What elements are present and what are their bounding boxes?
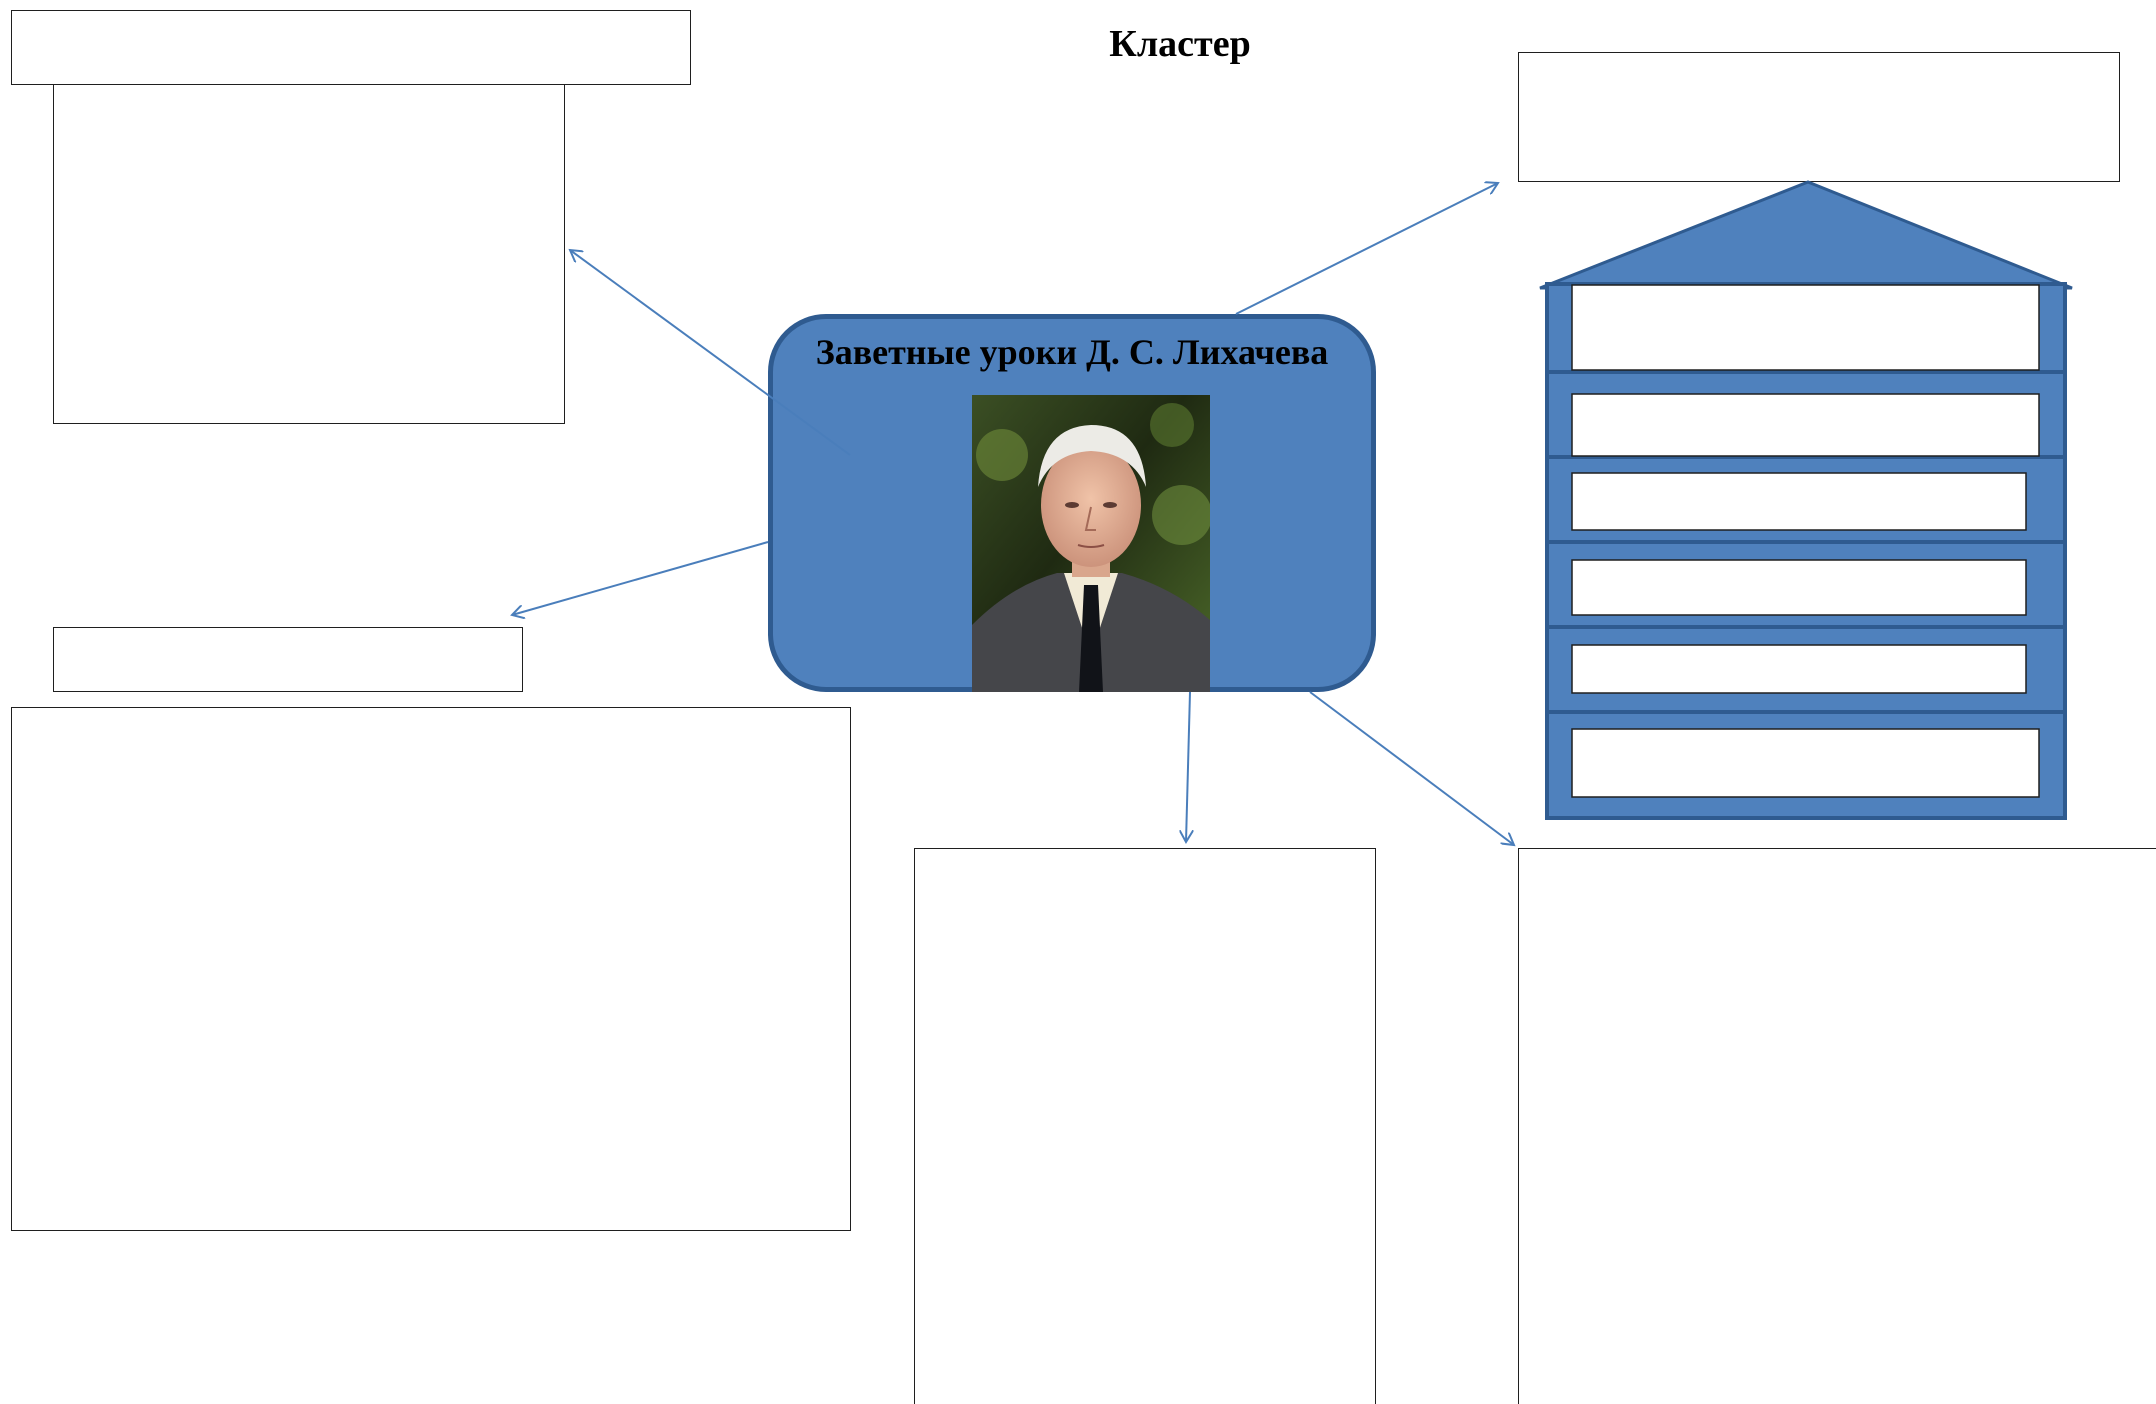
- house-floor-box: [1571, 393, 2040, 457]
- bottom-right-box[interactable]: [1518, 848, 2156, 1404]
- top-left-header-box[interactable]: [11, 10, 691, 85]
- house-floor-box: [1571, 559, 2027, 616]
- top-right-box[interactable]: [1518, 52, 2120, 182]
- left-large-box[interactable]: [11, 707, 851, 1231]
- house-floor-box: [1571, 728, 2040, 798]
- central-topic-label: Заветные уроки Д. С. Лихачева: [815, 332, 1329, 372]
- central-topic-node[interactable]: Заветные уроки Д. С. Лихачева: [768, 314, 1376, 692]
- top-left-content-box[interactable]: [53, 84, 565, 424]
- bottom-middle-box[interactable]: [914, 848, 1376, 1404]
- house-roof: [1539, 180, 2073, 290]
- portrait-photo: [972, 395, 1210, 692]
- house-floor-box: [1571, 644, 2027, 694]
- left-small-box[interactable]: [53, 627, 523, 692]
- house-floor-box: [1571, 472, 2027, 531]
- house-floor-box: [1571, 284, 2040, 371]
- diagram-title: Кластер: [1109, 23, 1251, 65]
